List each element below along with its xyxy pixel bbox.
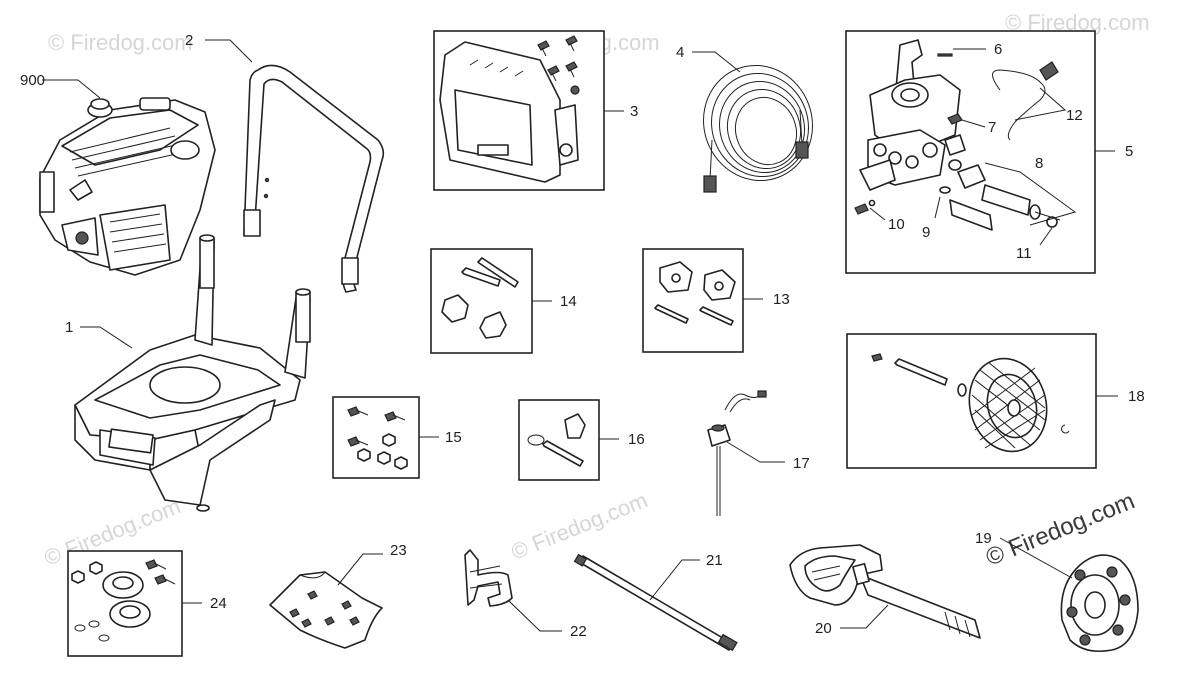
panel-screws-icon bbox=[537, 35, 580, 95]
bearing-kit-icon bbox=[71, 559, 176, 642]
kit-13-box bbox=[642, 248, 744, 353]
hardware-bag-icon bbox=[269, 571, 383, 649]
watermark-1: © Firedog.com bbox=[48, 30, 193, 55]
frame-icon bbox=[74, 234, 311, 512]
label-21: 21 bbox=[706, 552, 723, 569]
label-900: 900 bbox=[20, 72, 45, 89]
label-10: 10 bbox=[888, 216, 905, 233]
label-6: 6 bbox=[994, 41, 1002, 58]
control-panel-icon bbox=[439, 41, 579, 183]
label-18: 18 bbox=[1128, 388, 1145, 405]
label-12: 12 bbox=[1066, 107, 1083, 124]
pump-icon bbox=[859, 39, 966, 191]
label-19: 19 bbox=[975, 530, 992, 547]
label-16: 16 bbox=[628, 431, 645, 448]
label-15: 15 bbox=[445, 429, 462, 446]
label-2: 2 bbox=[185, 32, 193, 49]
engine-icon bbox=[39, 97, 216, 276]
hose-reel-icon bbox=[1060, 554, 1139, 653]
lance-icon bbox=[573, 553, 738, 652]
dipstick-icon bbox=[707, 390, 767, 516]
holder-icon bbox=[464, 549, 513, 607]
label-22: 22 bbox=[570, 623, 587, 640]
label-9: 9 bbox=[922, 224, 930, 241]
label-5: 5 bbox=[1125, 143, 1133, 160]
wheel-kit-icon bbox=[871, 353, 1070, 453]
label-24: 24 bbox=[210, 595, 227, 612]
label-3: 3 bbox=[630, 103, 638, 120]
kit-16-box bbox=[518, 399, 600, 481]
handle-icon bbox=[243, 64, 385, 293]
label-7: 7 bbox=[988, 119, 996, 136]
label-23: 23 bbox=[390, 542, 407, 559]
pin-knob-kit-icon bbox=[527, 413, 586, 467]
pump-parts-icon bbox=[854, 53, 1061, 231]
bolts-nuts-kit-icon bbox=[347, 406, 408, 470]
spray-gun-icon bbox=[789, 544, 981, 639]
label-4: 4 bbox=[676, 44, 684, 61]
label-20: 20 bbox=[815, 620, 832, 637]
label-13: 13 bbox=[773, 291, 790, 308]
watermark-5: © Firedog.com bbox=[508, 487, 651, 564]
hose-icon bbox=[703, 64, 813, 193]
label-11: 11 bbox=[1016, 245, 1032, 262]
label-14: 14 bbox=[560, 293, 577, 310]
wing-knob-kit-icon bbox=[654, 261, 736, 326]
label-8: 8 bbox=[1035, 155, 1043, 172]
bolt-knob-kit-icon bbox=[441, 257, 519, 339]
label-17: 17 bbox=[793, 455, 810, 472]
label-1: 1 bbox=[65, 319, 73, 336]
